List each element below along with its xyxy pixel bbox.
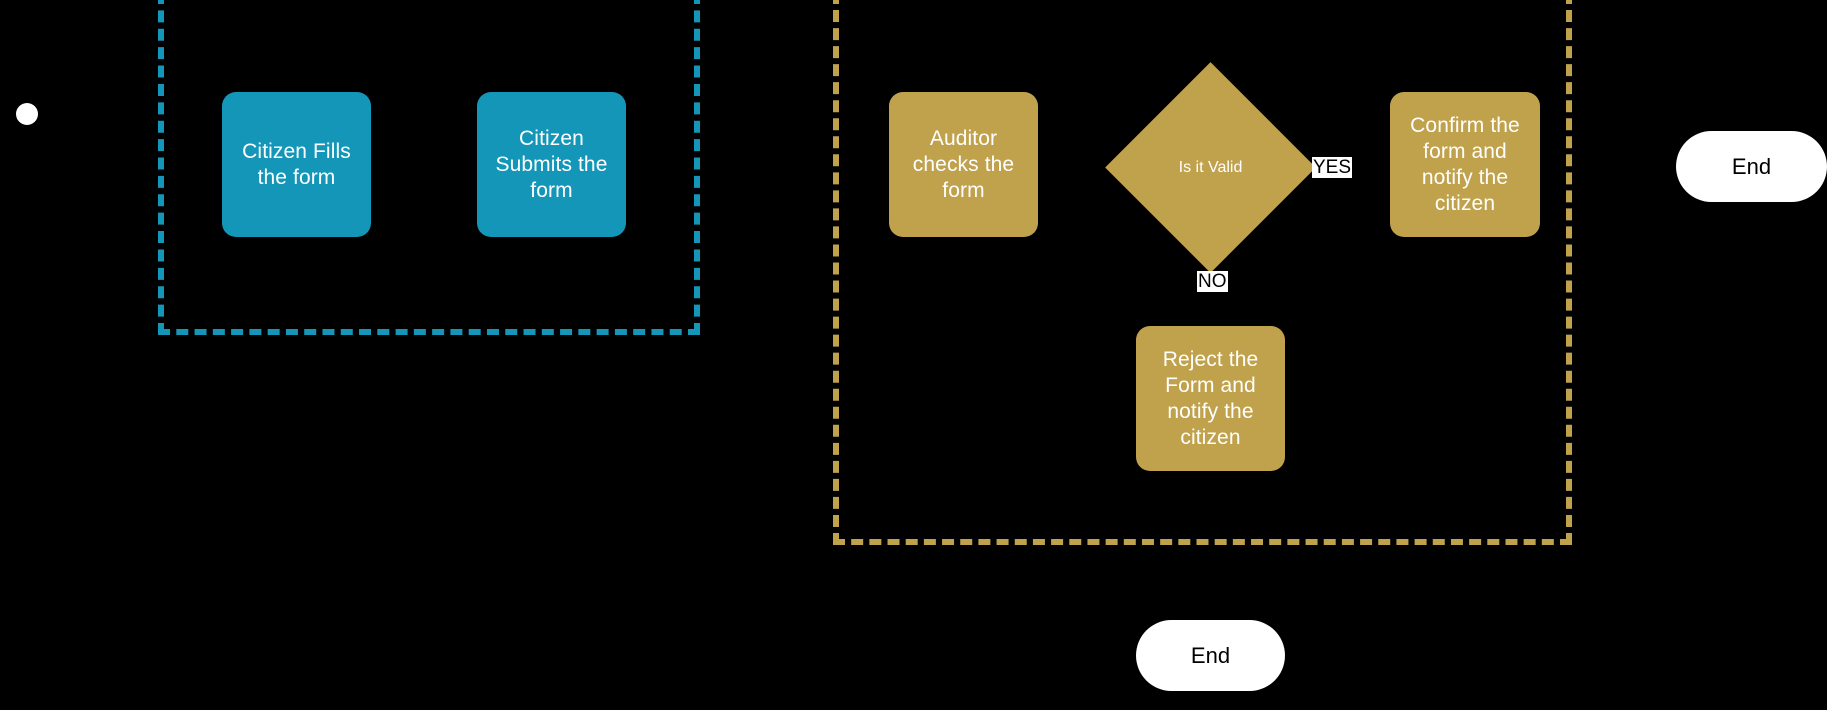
task-citizen-submits-form[interactable]: Citizen Submits the form [477,92,626,237]
task-label: Reject the Form and notify the citizen [1162,347,1259,449]
task-citizen-fills-form[interactable]: Citizen Fills the form [222,92,371,237]
task-reject-form-notify-citizen[interactable]: Reject the Form and notify the citizen [1136,326,1285,471]
edge-label-yes: YES [1312,157,1353,178]
task-label: Citizen Submits the form [495,126,608,202]
task-confirm-form-notify-citizen[interactable]: Confirm the form and notify the citizen [1390,92,1540,237]
task-label: Confirm the form and notify the citizen [1410,113,1520,215]
start-node[interactable] [16,103,38,125]
end-node-rejected[interactable]: End [1136,620,1285,691]
task-label: Auditor checks the form [912,126,1015,202]
citizen-lane-container [158,0,700,335]
decision-label: Is it Valid [1178,158,1243,176]
end-node-approved[interactable]: End [1676,131,1827,202]
edge-label-no: NO [1197,271,1228,292]
end-node-label: End [1731,153,1772,179]
decision-is-it-valid[interactable]: Is it Valid [1105,62,1316,273]
end-node-label: End [1190,642,1231,668]
auditor-lane-container [833,0,1572,545]
task-auditor-checks-form[interactable]: Auditor checks the form [889,92,1038,237]
task-label: Citizen Fills the form [242,139,351,189]
